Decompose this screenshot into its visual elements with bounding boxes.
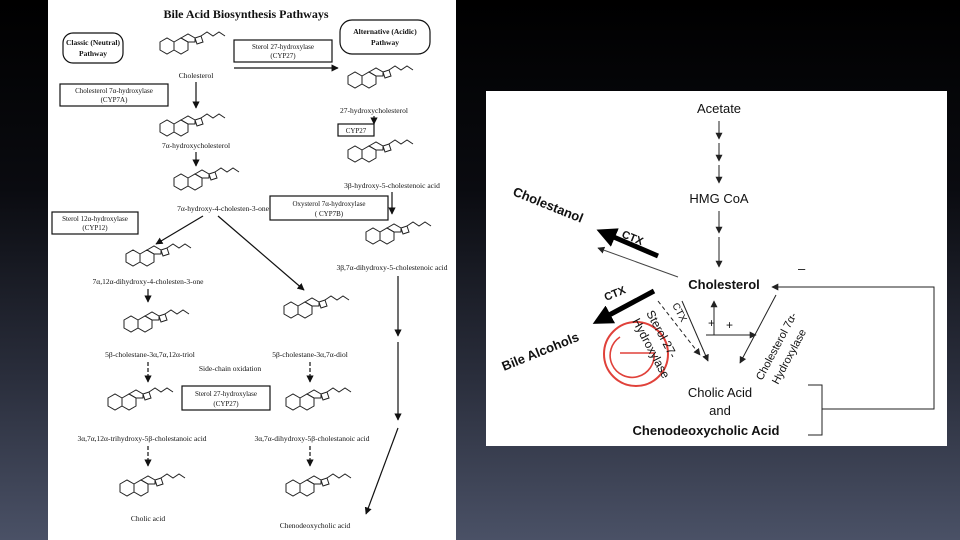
enzyme-cyp27-top-1: Sterol 27-hydroxylase <box>252 43 314 51</box>
compound-cholic-acid: Cholic acid <box>131 514 166 523</box>
compound-trihydroxy-acid: 3α,7α,12α-trihydroxy-5β-cholestanoic aci… <box>77 434 206 443</box>
side-chain-oxidation-label: Side-chain oxidation <box>199 364 262 373</box>
plus-sign-2: + <box>726 318 733 332</box>
enzyme-cyp7a-2: (CYP7A) <box>101 96 129 104</box>
pathway-diagram: Bile Acid Biosynthesis Pathways Classic … <box>51 7 448 530</box>
classic-pathway-label-2: Pathway <box>79 49 107 58</box>
dihydroxy-acid-structure <box>285 387 352 411</box>
cholic-acid-structure <box>119 473 186 497</box>
compound-cholesterol: Cholesterol <box>179 71 214 80</box>
feedback-bracket <box>808 384 823 436</box>
pathway-title: Bile Acid Biosynthesis Pathways <box>163 7 328 21</box>
compound-7a-hydroxy-4-cholesten-3-one: 7α-hydroxy-4-cholesten-3-one <box>177 204 269 213</box>
alternative-pathway-label-1: Alternative (Acidic) <box>353 27 417 36</box>
bile-acid-pathway-figure: Bile Acid Biosynthesis Pathways Classic … <box>48 0 456 540</box>
chol7a-arrow <box>739 294 777 364</box>
enzyme-cyp12-box <box>51 211 139 235</box>
thin-arrow-cholestanol <box>597 246 679 278</box>
inhibition-circle <box>603 321 669 387</box>
compound-cholestenoic-acid: 3β-hydroxy-5-cholestenoic acid <box>344 181 440 190</box>
cholesterol-label: Cholesterol <box>688 277 760 292</box>
inhibition-mark <box>609 336 655 379</box>
cholestanol-label: Cholestanol <box>511 184 586 226</box>
dashed-ctx-arrow <box>657 300 701 356</box>
dihydroxy-cholestenoic-structure <box>365 221 432 245</box>
dihydroxy4-structure <box>125 243 192 267</box>
compound-dihydroxy-cholestenoic-acid: 3β,7α-dihydroxy-5-cholestenoic acid <box>336 263 447 272</box>
enzyme-cyp7b-1: Oxysterol 7α-hydroxylase <box>292 200 365 208</box>
enzyme-cyp27-low-box <box>181 385 271 411</box>
enzyme-cyp7b-2: ( CYP7B) <box>315 210 344 218</box>
enzyme-cyp27-mid-box <box>337 123 375 137</box>
and-label: and <box>709 403 731 418</box>
cheno-acid-label: Chenodeoxycholic Acid <box>633 423 780 438</box>
cholesterol-structure <box>159 31 226 55</box>
compound-cheno-acid: Chenodeoxycholic acid <box>280 521 351 530</box>
cholestenoic-structure <box>347 139 414 163</box>
compound-7a-hydroxycholesterol: 7α-hydroxycholesterol <box>162 141 230 150</box>
feedback-line <box>771 283 935 410</box>
hydroxy7a-structure <box>159 113 226 137</box>
ctx-arrow-cholestanol <box>596 228 659 259</box>
ctx-label-lower: CTX <box>603 284 629 304</box>
hydroxy27-structure <box>347 65 414 89</box>
enzyme-cyp27-top-2: (CYP27) <box>270 52 296 60</box>
arrow-branch-left <box>155 215 204 245</box>
hmg-coa-label: HMG CoA <box>689 191 749 206</box>
plus-sign-1: + <box>708 316 715 330</box>
ctx-schematic: Acetate HMG CoA Cholesterol Cholestanol … <box>486 91 947 446</box>
arrow-branch-right <box>217 215 305 291</box>
compound-triol: 5β-cholestane-3α,7α,12α-triol <box>105 350 195 359</box>
alternative-pathway-label-2: Pathway <box>371 38 399 47</box>
classic-pathway-box <box>62 32 124 64</box>
enzyme-cyp12-1: Sterol 12α-hydroxylase <box>62 215 128 223</box>
classic-pathway-label-1: Classic (Neutral) <box>66 38 120 47</box>
triol-structure <box>123 309 190 333</box>
trihydroxy-acid-structure <box>107 387 174 411</box>
enzyme-cyp27-low-2: (CYP27) <box>213 400 239 408</box>
enzyme-cyp27-low-1: Sterol 27-hydroxylase <box>195 390 257 398</box>
alternative-pathway-box <box>339 19 431 55</box>
enzyme-cyp12-2: (CYP12) <box>82 224 108 232</box>
diol-structure <box>283 295 350 319</box>
arrow-alt-to-cheno <box>364 427 399 515</box>
ctx-diagram: Acetate HMG CoA Cholesterol Cholestanol … <box>500 101 935 438</box>
enzyme-cyp7a-box <box>59 83 169 107</box>
bile-alcohols-label: Bile Alcohols <box>500 329 582 374</box>
minus-sign: – <box>798 261 806 276</box>
cholic-acid-label: Cholic Acid <box>688 385 752 400</box>
compound-27-hydroxycholesterol: 27-hydroxycholesterol <box>340 106 408 115</box>
cheno-acid-structure <box>285 473 352 497</box>
enzyme-cyp27-top-box <box>233 39 333 63</box>
sterol27-arrow <box>681 300 709 362</box>
enzyme-cyp7a-1: Cholesterol 7α-hydroxylase <box>75 87 153 95</box>
compound-7a12a-dihydroxy-4-cholesten-3-one: 7α,12α-dihydroxy-4-cholesten-3-one <box>93 277 205 286</box>
enzyme-cyp27-mid: CYP27 <box>346 127 367 135</box>
compound-dihydroxy-acid: 3α,7α-dihydroxy-5β-cholestanoic acid <box>255 434 370 443</box>
compound-diol: 5β-cholestane-3α,7α-diol <box>272 350 348 359</box>
ctx-label-dashed: CTX <box>669 301 688 324</box>
enzyme-cyp7b-box <box>269 195 389 221</box>
hydroxy4-structure <box>173 167 240 191</box>
ctx-arrow-bile-alcohols <box>592 288 656 324</box>
acetate-label: Acetate <box>697 101 741 116</box>
